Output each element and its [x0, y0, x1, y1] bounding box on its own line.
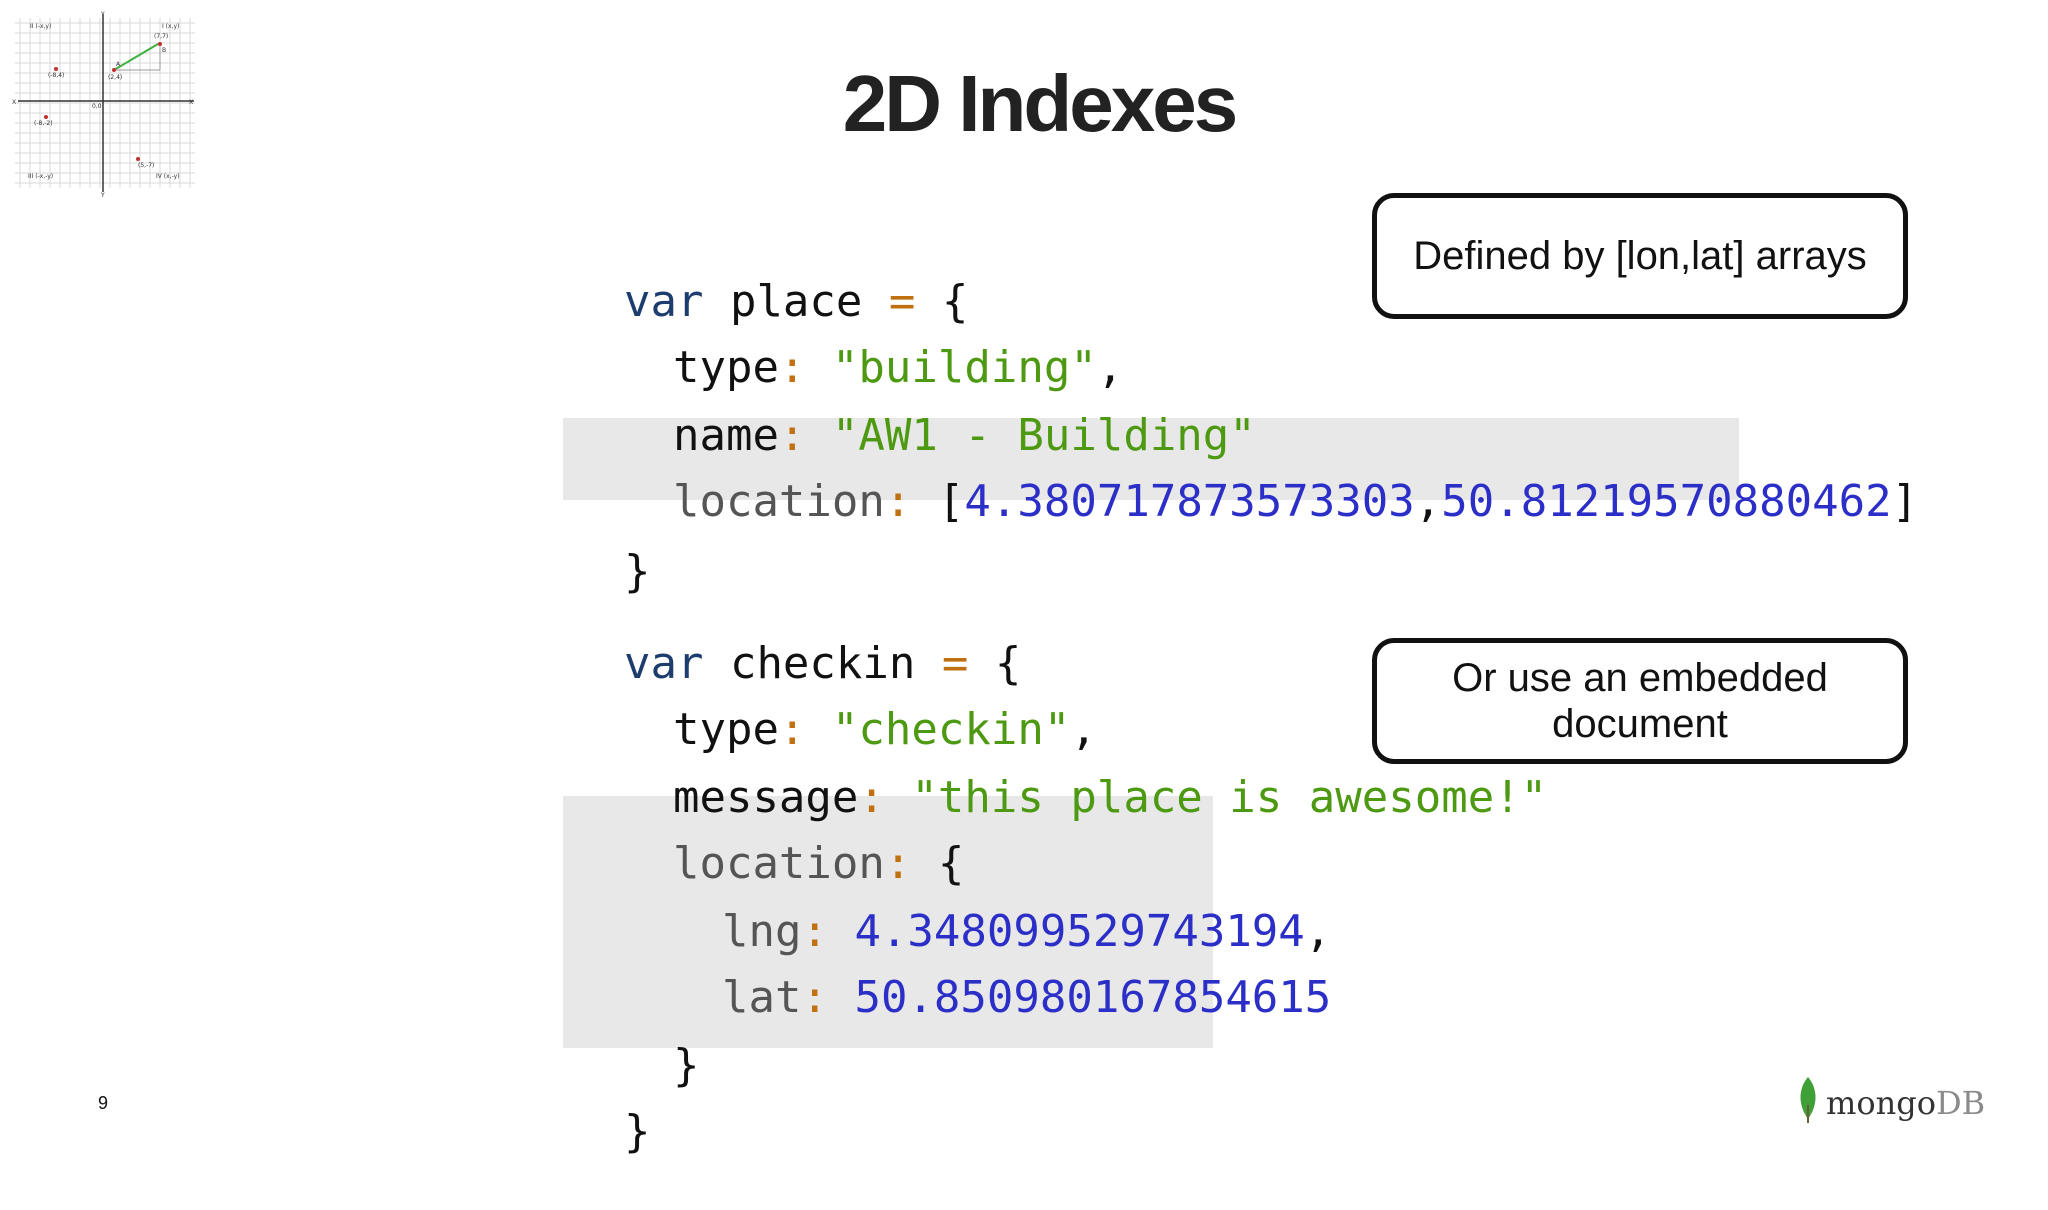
code-key: name: [672, 410, 779, 461]
code-line: type: "building",: [672, 342, 1124, 393]
code-key: lat: [721, 972, 802, 1023]
code-line: var checkin = {: [518, 586, 1021, 689]
point-label: (-8,4): [48, 72, 64, 79]
logo-text-db: DB: [1935, 1084, 1986, 1122]
code-operator: =: [941, 638, 969, 689]
code-brace: }: [672, 1040, 700, 1091]
code-line: }: [567, 988, 700, 1091]
point-label: (5,-7): [138, 162, 154, 169]
code-key: type: [672, 342, 779, 393]
axis-label: Y: [100, 11, 105, 18]
code-line: message: "this place is awesome!": [672, 772, 1548, 823]
code-key: lng: [721, 906, 802, 957]
quadrant-label: IV (x,-y): [156, 173, 180, 180]
quadrant-label: I (x,y): [162, 23, 179, 30]
code-line: var place = {: [518, 224, 968, 327]
callout-text: Defined by [lon,lat] arrays: [1413, 234, 1867, 278]
code-line: name: "AW1 - Building": [672, 410, 1256, 461]
code-number: 4.380717873573303: [964, 476, 1415, 527]
axis-label: Y: [100, 192, 105, 198]
code-string: "building": [831, 342, 1097, 393]
code-line: location: [4.380717873573303,50.81219570…: [672, 476, 1919, 527]
quadrant-label: III (-x,-y): [28, 173, 53, 180]
location-object-highlight: [563, 796, 1213, 1048]
point-label: B: [162, 47, 166, 54]
page-number: 9: [98, 1093, 109, 1113]
axis-label: X: [12, 99, 16, 106]
point-label: (7,7): [154, 33, 168, 40]
code-line: lng: 4.348099529743194,: [721, 906, 1332, 957]
code-key: message: [672, 772, 859, 823]
callout-embedded: Or use an embedded document: [1372, 638, 1908, 764]
code-string: "AW1 - Building": [831, 410, 1256, 461]
slide-title: 2D Indexes: [842, 59, 1238, 148]
coordinate-graph-image: II (-x,y) I (x,y) III (-x,-y) IV (x,-y) …: [12, 11, 195, 198]
code-brace: }: [623, 1106, 651, 1157]
code-keyword: var: [623, 638, 704, 689]
code-brace: }: [623, 546, 651, 597]
code-key: type: [672, 704, 779, 755]
code-number: 4.348099529743194: [854, 906, 1305, 957]
origin-label: 0,0: [92, 103, 102, 110]
point-label: A: [116, 61, 121, 68]
code-identifier: place: [729, 276, 863, 327]
code-keyword: var: [623, 276, 704, 327]
logo-wordmark: mongoDB: [1826, 1083, 1985, 1123]
code-identifier: checkin: [729, 638, 916, 689]
logo-text-mongo: mongo: [1826, 1084, 1936, 1122]
code-line: location: {: [672, 838, 965, 889]
code-brace: {: [941, 276, 969, 327]
location-array-highlight: [563, 418, 1739, 500]
code-brace: {: [994, 638, 1022, 689]
code-operator: =: [888, 276, 916, 327]
code-string: "checkin": [831, 704, 1071, 755]
point-label: (2,4): [108, 74, 122, 81]
code-number: 50.81219570880462: [1441, 476, 1892, 527]
code-line: type: "checkin",: [672, 704, 1097, 755]
code-line: lat: 50.850980167854615: [721, 972, 1332, 1023]
callout-array: Defined by [lon,lat] arrays: [1372, 193, 1908, 319]
code-key: location: [672, 476, 885, 527]
code-key: location: [672, 838, 885, 889]
mongodb-logo: mongoDB: [1796, 1075, 1985, 1123]
code-string: "this place is awesome!": [911, 772, 1548, 823]
callout-text: Or use an embedded document: [1452, 656, 1828, 746]
code-line: }: [518, 1054, 651, 1157]
code-line: }: [518, 494, 651, 597]
code-brace: {: [937, 838, 965, 889]
leaf-icon: [1800, 1077, 1816, 1123]
axis-label: X: [189, 99, 193, 106]
point-label: (-8,-2): [34, 120, 53, 127]
quadrant-label: II (-x,y): [30, 23, 51, 30]
code-number: 50.850980167854615: [854, 972, 1332, 1023]
